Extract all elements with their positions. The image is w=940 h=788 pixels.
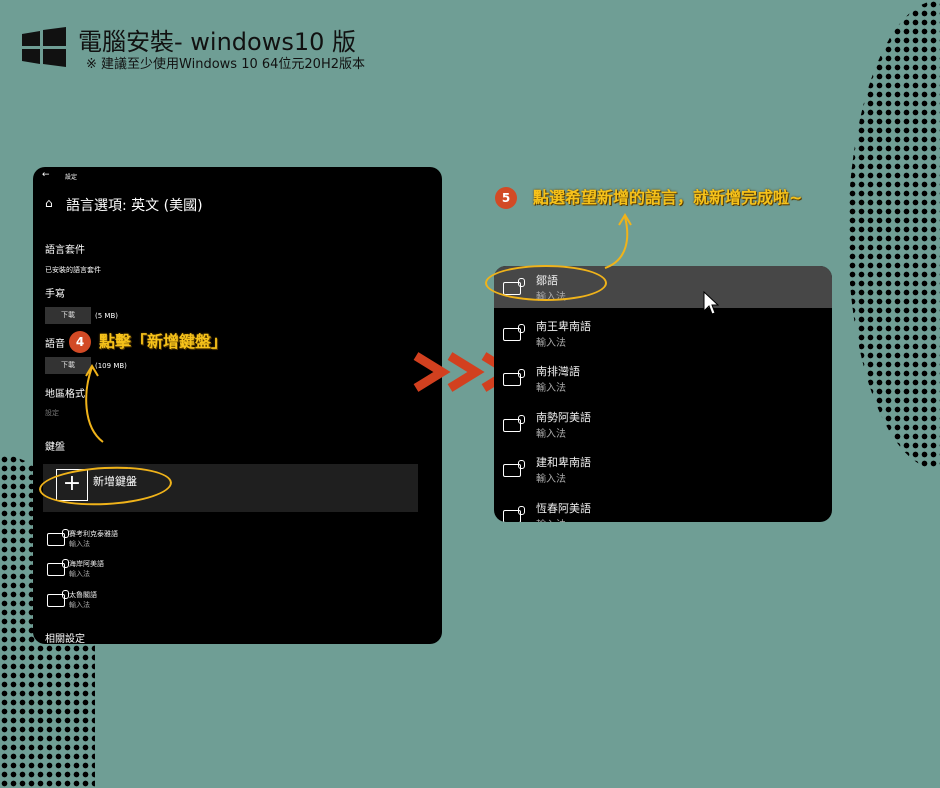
language-name: 南勢阿美語 [536,410,591,424]
keyboard-icon [503,323,525,341]
section-language-pack: 語言套件 [45,245,85,256]
settings-window: ← 設定 ⌂ 語言選項: 英文 (美國) 語言套件 已安裝的語言套件 手寫 下載… [33,167,442,644]
curved-arrow-icon [604,213,632,269]
keyboard-sub: 輸入法 [69,540,90,548]
keyboard-icon [503,460,525,477]
step-4-badge: 4 [69,331,91,353]
step-4-note: 點擊「新增鍵盤」 [99,332,228,351]
language-picker-list: 鄒語輸入法南王卑南語輸入法南排灣語輸入法南勢阿美語輸入法建和卑南語輸入法恆春阿美… [494,266,832,522]
installed-pack-text: 已安裝的語言套件 [45,266,101,274]
keyboard-name: 太魯閣語 [69,591,97,599]
section-speech: 語音 [45,339,65,350]
plus-icon: + [56,469,88,501]
language-sub: 輸入法 [536,337,566,349]
back-icon[interactable]: ← [42,170,50,180]
speech-size: (109 MB) [95,362,127,370]
language-name: 恆春阿美語 [536,501,591,515]
dot-pattern-decoration [848,0,940,470]
region-setting-link[interactable]: 設定 [45,409,59,417]
add-keyboard-label: 新增鍵盤 [93,475,137,488]
language-list-item[interactable]: 恆春阿美語輸入法 [494,500,832,523]
settings-page-title: 語言選項: 英文 (美國) [66,198,203,214]
keyboard-icon [47,559,69,576]
download-handwriting-button[interactable]: 下載 [45,307,91,324]
language-sub: 輸入法 [536,516,566,523]
section-related-settings: 相關設定 [45,634,85,644]
keyboard-sub: 輸入法 [69,570,90,578]
download-speech-button[interactable]: 下載 [45,357,91,374]
highlight-circle [485,265,607,301]
keyboard-icon [47,590,69,607]
language-name: 南王卑南語 [536,319,591,333]
language-list-item[interactable]: 南排灣語輸入法 [494,363,832,403]
language-sub: 輸入法 [536,428,566,440]
handwriting-size: (5 MB) [95,312,118,320]
curved-arrow-icon [85,364,104,443]
section-keyboard: 鍵盤 [45,442,65,453]
step-5-badge: 5 [495,187,517,209]
keyboard-sub: 輸入法 [69,601,90,609]
keyboard-name: 賽考利克泰雅語 [69,530,118,538]
language-list-item[interactable]: 建和卑南語輸入法 [494,454,832,494]
section-handwriting: 手寫 [45,289,65,300]
language-sub: 輸入法 [536,474,566,485]
language-list-item[interactable]: 南勢阿美語輸入法 [494,409,832,449]
keyboard-icon [503,369,525,386]
page-title: 電腦安裝- windows10 版 [78,28,357,56]
language-name: 南排灣語 [536,365,580,378]
language-list-item[interactable]: 南王卑南語輸入法 [494,318,832,358]
section-region-format: 地區格式 [45,389,85,400]
page-subtitle: ※ 建議至少使用Windows 10 64位元20H2版本 [86,57,365,72]
keyboard-icon [47,529,69,546]
keyboard-icon [503,414,525,432]
keyboard-icon [503,505,525,522]
windows-logo-icon [22,27,66,67]
home-icon[interactable]: ⌂ [45,196,53,210]
keyboard-name: 海岸阿美語 [69,560,104,568]
app-title: 設定 [65,174,78,181]
language-name: 建和卑南語 [536,456,591,469]
add-keyboard-button[interactable]: + 新增鍵盤 [43,464,418,512]
language-sub: 輸入法 [536,383,566,394]
mouse-cursor-icon [703,291,719,315]
step-5-note: 點選希望新增的語言，就新增完成啦~ [533,188,803,207]
